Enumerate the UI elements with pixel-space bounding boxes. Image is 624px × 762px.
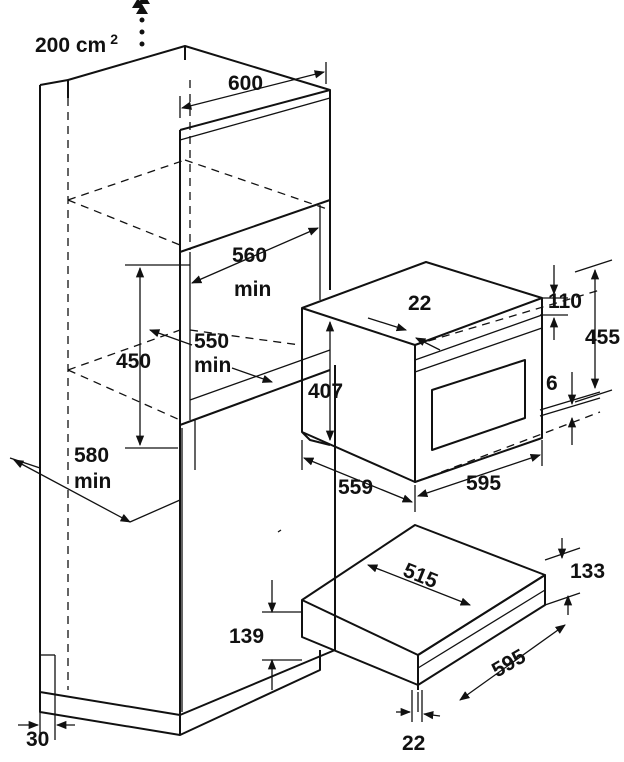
cabinet-depth-unit: min bbox=[74, 470, 111, 493]
niche-range-label: 450 bbox=[116, 350, 151, 373]
oven-bottom-gap-label: 6 bbox=[546, 372, 558, 395]
oven-depth-label: 559 bbox=[338, 476, 373, 499]
width-600-dimension bbox=[180, 70, 326, 110]
niche-depth-dimension-a bbox=[149, 329, 193, 346]
oven-window bbox=[431, 359, 526, 451]
cabinet-depth-dimension bbox=[13, 459, 131, 523]
niche-height-dimension bbox=[191, 227, 319, 284]
niche-height-unit: min bbox=[234, 278, 271, 301]
ventilation-arrow bbox=[132, 0, 150, 47]
tall-cabinet bbox=[39, 45, 336, 736]
oven-panel-height-label: 110 bbox=[548, 290, 582, 313]
drawer-front-thickness-label: 22 bbox=[402, 732, 425, 755]
niche-depth-value: 550 bbox=[194, 330, 229, 353]
plinth-offset-label: 30 bbox=[26, 728, 49, 751]
niche-height-value: 560 bbox=[232, 244, 267, 267]
cabinet-width-label: 600 bbox=[228, 72, 263, 95]
oven-depth-dimension bbox=[303, 457, 413, 503]
drawer-width-dimension bbox=[459, 624, 566, 701]
drawer-body-height-label: 139 bbox=[229, 625, 264, 648]
drawer-width-label: 595 bbox=[488, 645, 530, 683]
oven-width-label: 595 bbox=[466, 472, 501, 495]
warming-drawer bbox=[301, 524, 546, 690]
oven-top-gap-label: 22 bbox=[408, 292, 431, 315]
oven-body-height-label: 407 bbox=[308, 380, 343, 403]
niche-depth-dimension-b bbox=[231, 367, 273, 383]
niche-depth-unit: min bbox=[194, 354, 231, 377]
drawer-front-height-label: 133 bbox=[570, 560, 605, 583]
oven-total-height-label: 455 bbox=[585, 326, 620, 349]
drawer-depth-label: 515 bbox=[400, 559, 441, 594]
oven-width-dimension bbox=[417, 454, 541, 497]
drawer-depth-dimension bbox=[367, 564, 471, 606]
cabinet-depth-value: 580 bbox=[74, 444, 109, 467]
